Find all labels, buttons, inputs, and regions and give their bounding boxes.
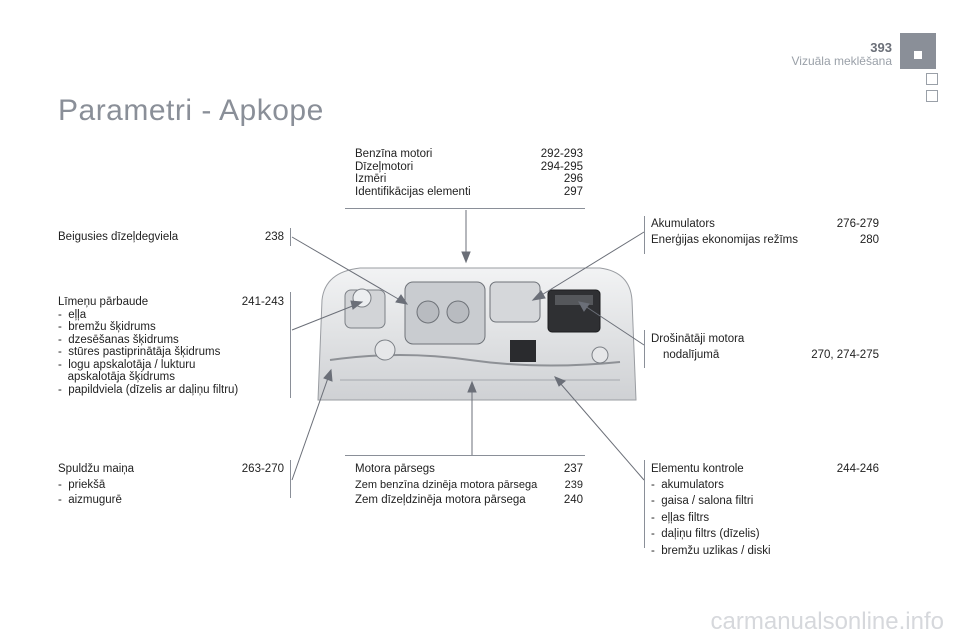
page-ref: 263-270 xyxy=(241,463,284,475)
link-row[interactable]: Enerģijas ekonomijas režīms 280 xyxy=(651,234,879,247)
section-name: Vizuāla meklēšana xyxy=(791,54,892,68)
link-label: Līmeņu pārbaude xyxy=(58,296,149,308)
page-number: 393 xyxy=(870,40,892,55)
divider xyxy=(644,216,645,254)
block-right-3: Elementu kontrole 244-246 - akumulators -… xyxy=(651,463,879,557)
link-row[interactable]: Dīzeļmotori 294-295 xyxy=(355,161,583,174)
divider xyxy=(290,460,291,498)
list-item: apskalotāja šķidrums xyxy=(58,371,175,383)
square-icon xyxy=(914,51,922,59)
link-row[interactable]: Motora pārsegs 237 xyxy=(355,463,583,476)
link-label: Zem benzīna dzinēja motora pārsega xyxy=(355,478,538,491)
link-row[interactable]: Beigusies dīzeļdegviela 238 xyxy=(58,231,284,244)
page-ref: 239 xyxy=(564,478,583,491)
page-ref: 296 xyxy=(563,173,583,185)
link-label: Zem dīzeļdzinēja motora pārsega xyxy=(355,494,526,506)
link-label: Spuldžu maiņa xyxy=(58,463,135,475)
divider xyxy=(290,292,291,398)
list-item: - logu apskalotāja / lukturu xyxy=(58,358,196,371)
page-title: Parametri - Apkope xyxy=(58,94,324,127)
page-ref: 237 xyxy=(563,463,583,475)
link-label: Izmēri xyxy=(355,173,387,185)
divider xyxy=(644,330,645,368)
watermark: carmanualsonline.info xyxy=(710,608,944,635)
list-item: - daļiņu filtrs (dīzelis) xyxy=(651,528,760,540)
link-row[interactable]: Akumulators 276-279 xyxy=(651,218,879,231)
list-item: - akumulators xyxy=(651,478,724,491)
list-item: - eļļa xyxy=(58,308,87,321)
list-item: - papildviela (dīzelis ar daļiņu filtru) xyxy=(58,383,239,396)
block-left-3: Spuldžu maiņa 263-270 - priekšā - aizmugu… xyxy=(58,463,284,507)
block-top-center: Benzīna motori 292-293 Dīzeļmotori 294-295… xyxy=(355,148,583,198)
link-label: Identifikācijas elementi xyxy=(355,185,471,198)
page-ref: 297 xyxy=(563,185,583,198)
page-ref: 292-293 xyxy=(540,148,583,160)
link-row[interactable]: Spuldžu maiņa 263-270 xyxy=(58,463,284,476)
link-label: nodalījumā xyxy=(663,348,720,361)
page-ref: 240 xyxy=(563,494,583,506)
link-row[interactable]: Izmēri 296 xyxy=(355,173,583,186)
list-item: - bremžu uzlikas / diski xyxy=(651,544,771,557)
divider xyxy=(345,208,585,209)
block-left-1: Beigusies dīzeļdegviela 238 xyxy=(58,231,284,244)
divider xyxy=(290,228,291,246)
link-label: Enerģijas ekonomijas režīms xyxy=(651,233,799,246)
link-label: Beigusies dīzeļdegviela xyxy=(58,231,179,243)
page-ref: 270, 274-275 xyxy=(811,348,879,361)
list-item: - dzesēšanas šķidrums xyxy=(58,333,179,346)
block-bottom-center: Motora pārsegs 237 Zem benzīna dzinēja mo… xyxy=(355,463,583,507)
link-row[interactable]: Benzīna motori 292-293 xyxy=(355,148,583,161)
page-ref: 244-246 xyxy=(836,463,879,475)
page-ref: 238 xyxy=(264,231,284,243)
block-right-1: Akumulators 276-279 Enerģijas ekonomijas … xyxy=(651,218,879,246)
link-label: Motora pārsegs xyxy=(355,463,435,475)
list-item: - aizmugurē xyxy=(58,494,122,506)
link-row[interactable]: Līmeņu pārbaude 241-243 xyxy=(58,296,284,309)
section-tab-2[interactable] xyxy=(926,73,938,85)
list-item: - bremžu šķidrums xyxy=(58,321,156,333)
link-row[interactable]: Identifikācijas elementi 297 xyxy=(355,186,583,199)
list-item: - stūres pastiprinātāja šķidrums xyxy=(58,346,221,358)
divider xyxy=(345,455,585,456)
link-label: Drošinātāji motora xyxy=(651,333,745,345)
page-ref: 276-279 xyxy=(836,218,879,230)
link-row[interactable]: nodalījumā 270, 274-275 xyxy=(651,349,879,362)
block-right-2: Drošinātāji motora nodalījumā 270, 274-27… xyxy=(651,333,879,361)
list-item: - priekšā xyxy=(58,478,106,491)
link-row[interactable]: Elementu kontrole 244-246 xyxy=(651,463,879,476)
list-item: - eļļas filtrs xyxy=(651,511,710,524)
divider xyxy=(644,460,645,548)
list-item: - gaisa / salona filtri xyxy=(651,495,754,507)
page-ref: 294-295 xyxy=(540,160,583,173)
block-left-2: Līmeņu pārbaude 241-243 - eļļa - bremžu š… xyxy=(58,296,284,396)
link-label: Akumulators xyxy=(651,218,715,230)
link-label: Dīzeļmotori xyxy=(355,160,414,173)
link-label: Elementu kontrole xyxy=(651,463,744,475)
section-tab-3[interactable] xyxy=(926,90,938,102)
link-label: Benzīna motori xyxy=(355,148,433,160)
link-row[interactable]: Zem dīzeļdzinēja motora pārsega 240 xyxy=(355,494,583,507)
link-row[interactable]: Zem benzīna dzinēja motora pārsega 239 xyxy=(355,479,583,492)
page-ref: 241-243 xyxy=(241,296,284,308)
section-tab-active[interactable] xyxy=(900,33,936,69)
page-ref: 280 xyxy=(859,233,879,246)
